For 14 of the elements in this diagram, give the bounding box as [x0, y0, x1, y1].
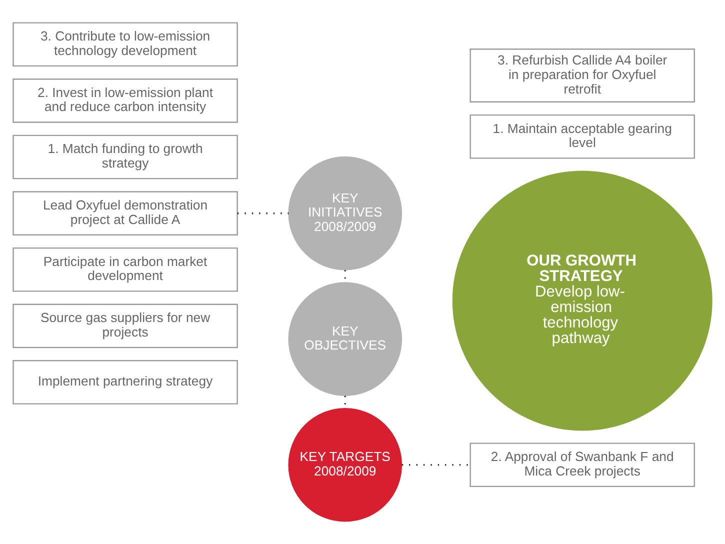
- node-box: Participate in carbon market development: [12, 247, 238, 292]
- node-box: 2. Invest in low-emission plant and reduce carbon intensity: [12, 78, 238, 123]
- node-box: 2. Approval of Swanbank F and Mica Creek projects: [470, 442, 695, 488]
- node-box: Source gas suppliers for new projects: [12, 304, 238, 348]
- node-box: Lead Oxyfuel demonstration project at Callide A: [12, 191, 238, 236]
- node-circle: KEY OBJECTIVES: [288, 282, 402, 396]
- node-circle: KEY INITIATIVES 2008/2009: [288, 156, 402, 270]
- node-box: 1. Match funding to growth strategy: [12, 134, 238, 180]
- node-box: 3. Contribute to low-emission technology development: [12, 22, 238, 67]
- node-box: Implement partnering strategy: [12, 360, 238, 404]
- node-circle: OUR GROWTH STRATEGY Develop low-emission technology pathway: [452, 170, 712, 431]
- node-box: 3. Refurbish Callide A4 boiler in preparation for Oxyfuel retrofit: [470, 48, 695, 102]
- node-box: 1. Maintain acceptable gearing level: [470, 114, 695, 159]
- node-circle: KEY TARGETS 2008/2009: [288, 408, 402, 522]
